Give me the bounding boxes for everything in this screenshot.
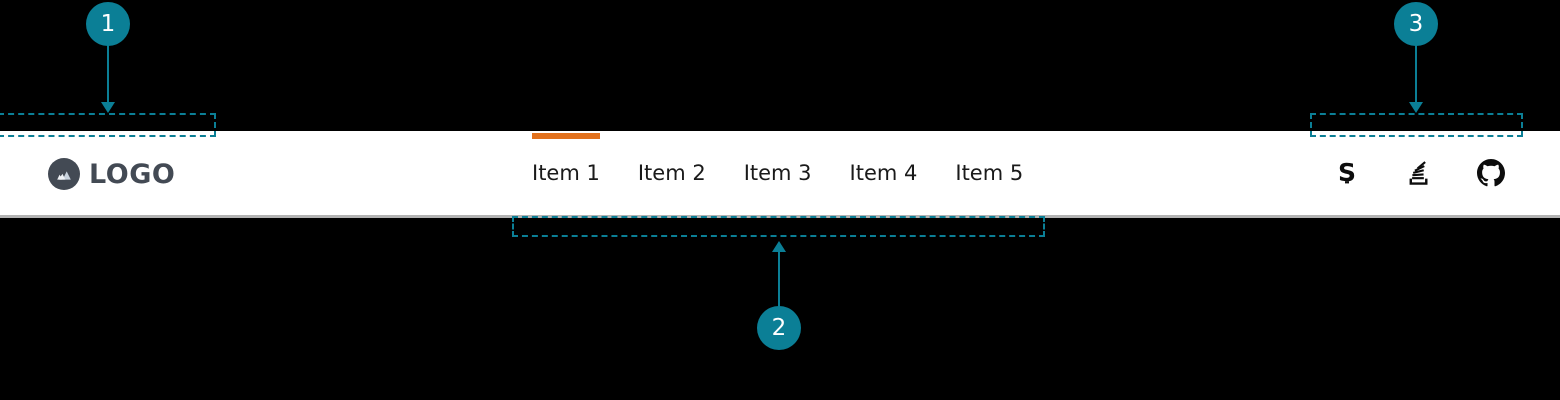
svg-text:S: S	[1338, 159, 1356, 187]
stack-overflow-icon[interactable]	[1405, 159, 1433, 187]
superuser-s-icon[interactable]: S	[1333, 159, 1361, 187]
brand-text: LOGO	[89, 158, 176, 190]
nav-item-2[interactable]: Item 2	[637, 161, 706, 185]
nav-item-5[interactable]: Item 5	[955, 161, 1024, 185]
brand-logo-link[interactable]: LOGO	[48, 158, 175, 190]
social-links[interactable]: S	[1333, 131, 1505, 215]
nav-item-3[interactable]: Item 3	[743, 161, 812, 185]
github-icon[interactable]	[1477, 159, 1505, 187]
primary-nav[interactable]: Item 1 Item 2 Item 3 Item 4 Item 5	[513, 131, 1042, 215]
nav-item-1[interactable]: Item 1	[513, 131, 619, 215]
nav-item-4[interactable]: Item 4	[849, 161, 918, 185]
mountain-logo-icon	[48, 158, 80, 190]
site-header: LOGO Item 1 Item 2 Item 3 Item 4 Item 5 …	[0, 131, 1560, 218]
